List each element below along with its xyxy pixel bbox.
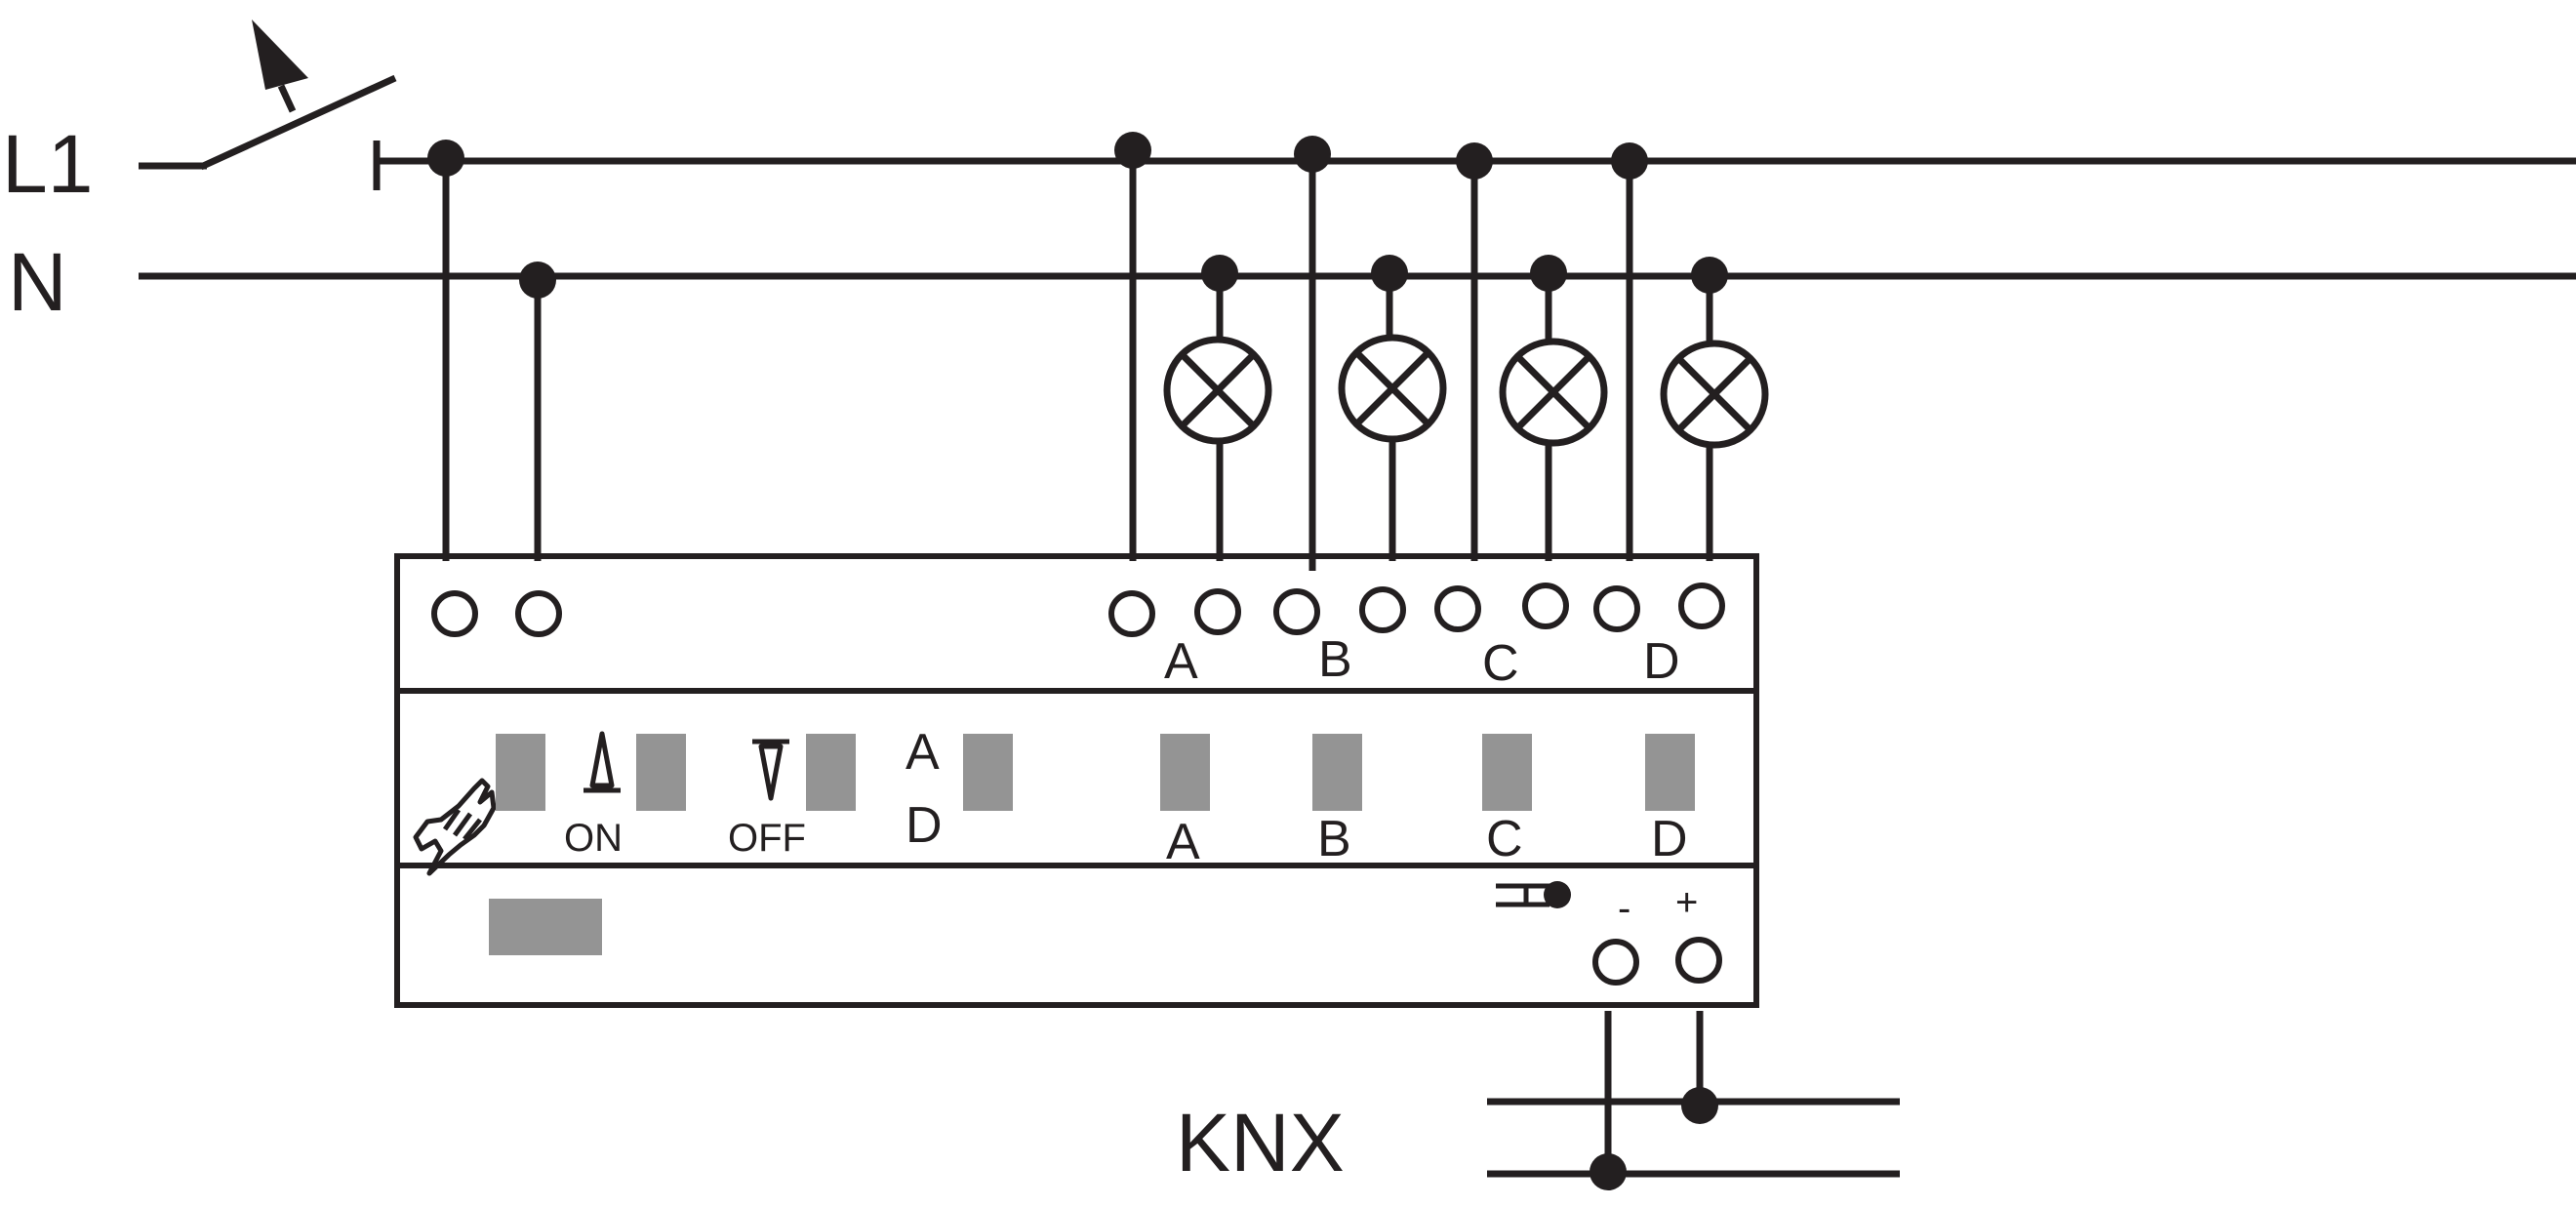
button-label-c: C	[1486, 811, 1523, 867]
junction-dot	[1691, 257, 1728, 294]
channel-select-button[interactable]	[963, 734, 1013, 811]
switch-blade	[199, 74, 397, 171]
terminal-label-c: C	[1482, 635, 1519, 692]
supply-terminal-l	[431, 590, 478, 637]
terminal-b-in	[1273, 588, 1320, 635]
terminal-b-out	[1359, 586, 1406, 633]
off-button[interactable]	[806, 734, 856, 811]
junction-dot	[1681, 1087, 1718, 1124]
lamp-b-icon	[1338, 334, 1447, 443]
button-label-d: D	[1651, 811, 1688, 867]
range-label-bottom: D	[906, 797, 943, 854]
switch-actuator-device: A B C D ON OFF	[394, 553, 1759, 1008]
button-label-b: B	[1317, 811, 1351, 867]
n-label: N	[8, 236, 67, 328]
device-housing	[394, 553, 1759, 1008]
terminal-d-out	[1678, 583, 1725, 629]
bus-terminal-plus	[1675, 937, 1722, 984]
terminal-d-in	[1593, 585, 1640, 632]
terminal-label-b: B	[1318, 631, 1352, 688]
supply-terminal-n	[515, 590, 562, 637]
switch-off-arrow-icon	[752, 739, 789, 801]
terminal-c-in	[1434, 585, 1481, 632]
junction-dot	[1114, 132, 1151, 169]
lamp-a-icon	[1163, 336, 1272, 445]
terminal-label-d: D	[1643, 633, 1680, 690]
bus-terminal-minus	[1592, 939, 1639, 986]
junction-dot	[1611, 142, 1648, 180]
bus-panel: - +	[489, 881, 1722, 986]
on-label: ON	[564, 817, 623, 860]
on-button[interactable]	[636, 734, 686, 811]
junction-dot	[1530, 255, 1567, 292]
label-field	[489, 899, 602, 955]
range-label-top: A	[906, 724, 940, 781]
knx-label: KNX	[1176, 1097, 1345, 1188]
button-label-a: A	[1166, 814, 1200, 870]
manual-mode-button[interactable]	[496, 734, 545, 811]
l1-label: L1	[2, 118, 93, 210]
channel-a-button[interactable]	[1160, 734, 1210, 811]
bus-minus-label: -	[1618, 887, 1630, 930]
terminal-a-in	[1108, 590, 1155, 637]
switch-on-arrow-icon	[584, 731, 621, 793]
load-terminals: A B C D	[431, 583, 1725, 692]
channel-d-button[interactable]	[1645, 734, 1695, 811]
lamp-d-icon	[1660, 340, 1769, 449]
manual-operation-hand-icon	[413, 778, 497, 876]
off-label: OFF	[728, 817, 806, 860]
control-panel: ON OFF A D A B C D	[413, 724, 1695, 876]
supply-lines: L1 N	[2, 20, 2576, 328]
channel-b-circuit	[1294, 136, 1447, 571]
bus-plus-label: +	[1675, 881, 1698, 924]
junction-dot	[1201, 255, 1238, 292]
terminal-c-out	[1522, 583, 1569, 629]
load-circuits	[1114, 132, 1769, 571]
junction-dot	[1294, 136, 1331, 173]
actuator-supply-wiring	[427, 140, 556, 561]
junction-dot	[1456, 142, 1493, 180]
channel-c-circuit	[1456, 142, 1608, 561]
junction-dot	[1590, 1153, 1627, 1190]
channel-a-circuit	[1114, 132, 1272, 561]
junction-dot	[519, 262, 556, 299]
channel-b-button[interactable]	[1312, 734, 1362, 811]
channel-c-button[interactable]	[1482, 734, 1532, 811]
lamp-c-icon	[1499, 338, 1608, 447]
junction-dot	[427, 140, 464, 177]
knx-bus: KNX	[1176, 1011, 1900, 1190]
terminal-label-a: A	[1164, 633, 1198, 690]
terminal-a-out	[1194, 588, 1241, 635]
junction-dot	[1371, 255, 1408, 292]
switch-actuator-icon	[252, 20, 308, 113]
channel-d-circuit	[1611, 142, 1769, 561]
programming-led-icon	[1496, 881, 1571, 908]
